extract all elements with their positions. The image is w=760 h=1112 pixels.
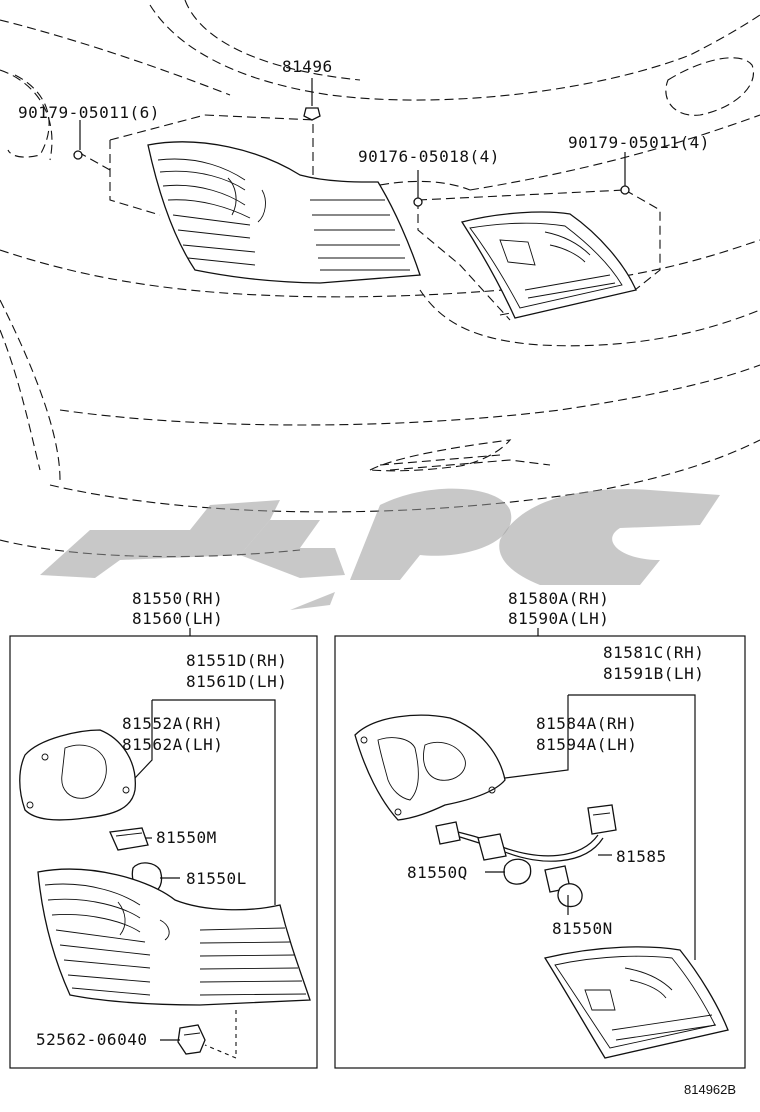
label-81580a: 81580A(RH) [508, 589, 609, 608]
right-leader-lines [485, 694, 696, 960]
label-52562-06040: 52562-06040 [36, 1030, 147, 1049]
label-81591b: 81591B(LH) [603, 664, 704, 683]
label-81552a: 81552A(RH) [122, 714, 223, 733]
label-81581c: 81581C(RH) [603, 643, 704, 662]
label-90179-05011-6: 90179-05011(6) [18, 103, 160, 122]
label-81594a: 81594A(LH) [536, 735, 637, 754]
nut-90179-top-right [620, 185, 630, 195]
label-81584a: 81584A(RH) [536, 714, 637, 733]
bulb-81550n [557, 883, 583, 908]
label-81550m: 81550M [156, 828, 217, 847]
lamp-81581c [543, 946, 729, 1059]
label-81551d: 81551D(RH) [186, 651, 287, 670]
clip-52562-06040 [177, 1024, 206, 1055]
label-81550q: 81550Q [407, 863, 468, 882]
label-81496: 81496 [282, 57, 333, 76]
label-81562a: 81562A(LH) [122, 735, 223, 754]
label-90176-05018-4: 90176-05018(4) [358, 147, 500, 166]
diagram-code: 814962B [684, 1082, 736, 1097]
watermark-logo [40, 488, 720, 610]
label-81550: 81550(RH) [132, 589, 223, 608]
nut-90176 [413, 197, 423, 207]
lamp-81551d [37, 868, 311, 1006]
top-leader-lines [79, 78, 626, 198]
label-81560: 81560(LH) [132, 609, 223, 628]
label-81590a: 81590A(LH) [508, 609, 609, 628]
label-81550l: 81550L [186, 869, 247, 888]
gasket-81584a [354, 714, 506, 821]
label-90179-05011-4: 90179-05011(4) [568, 133, 710, 152]
clip-81496 [303, 107, 321, 121]
label-81550n: 81550N [552, 919, 613, 938]
socket-81550m [109, 827, 149, 851]
left-leader-lines [134, 699, 276, 1059]
bulb-81550q [503, 858, 532, 885]
label-81585: 81585 [616, 847, 667, 866]
box-81550 [9, 635, 318, 1069]
socket-wire-81585 [435, 804, 617, 893]
rear-combination-lamp-top [147, 141, 421, 284]
rear-lamp-inner-top [460, 211, 637, 319]
gasket-81552a [19, 729, 136, 821]
nut-90179-top-left [73, 150, 83, 160]
box-81580a [334, 635, 746, 1069]
label-81561d: 81561D(LH) [186, 672, 287, 691]
